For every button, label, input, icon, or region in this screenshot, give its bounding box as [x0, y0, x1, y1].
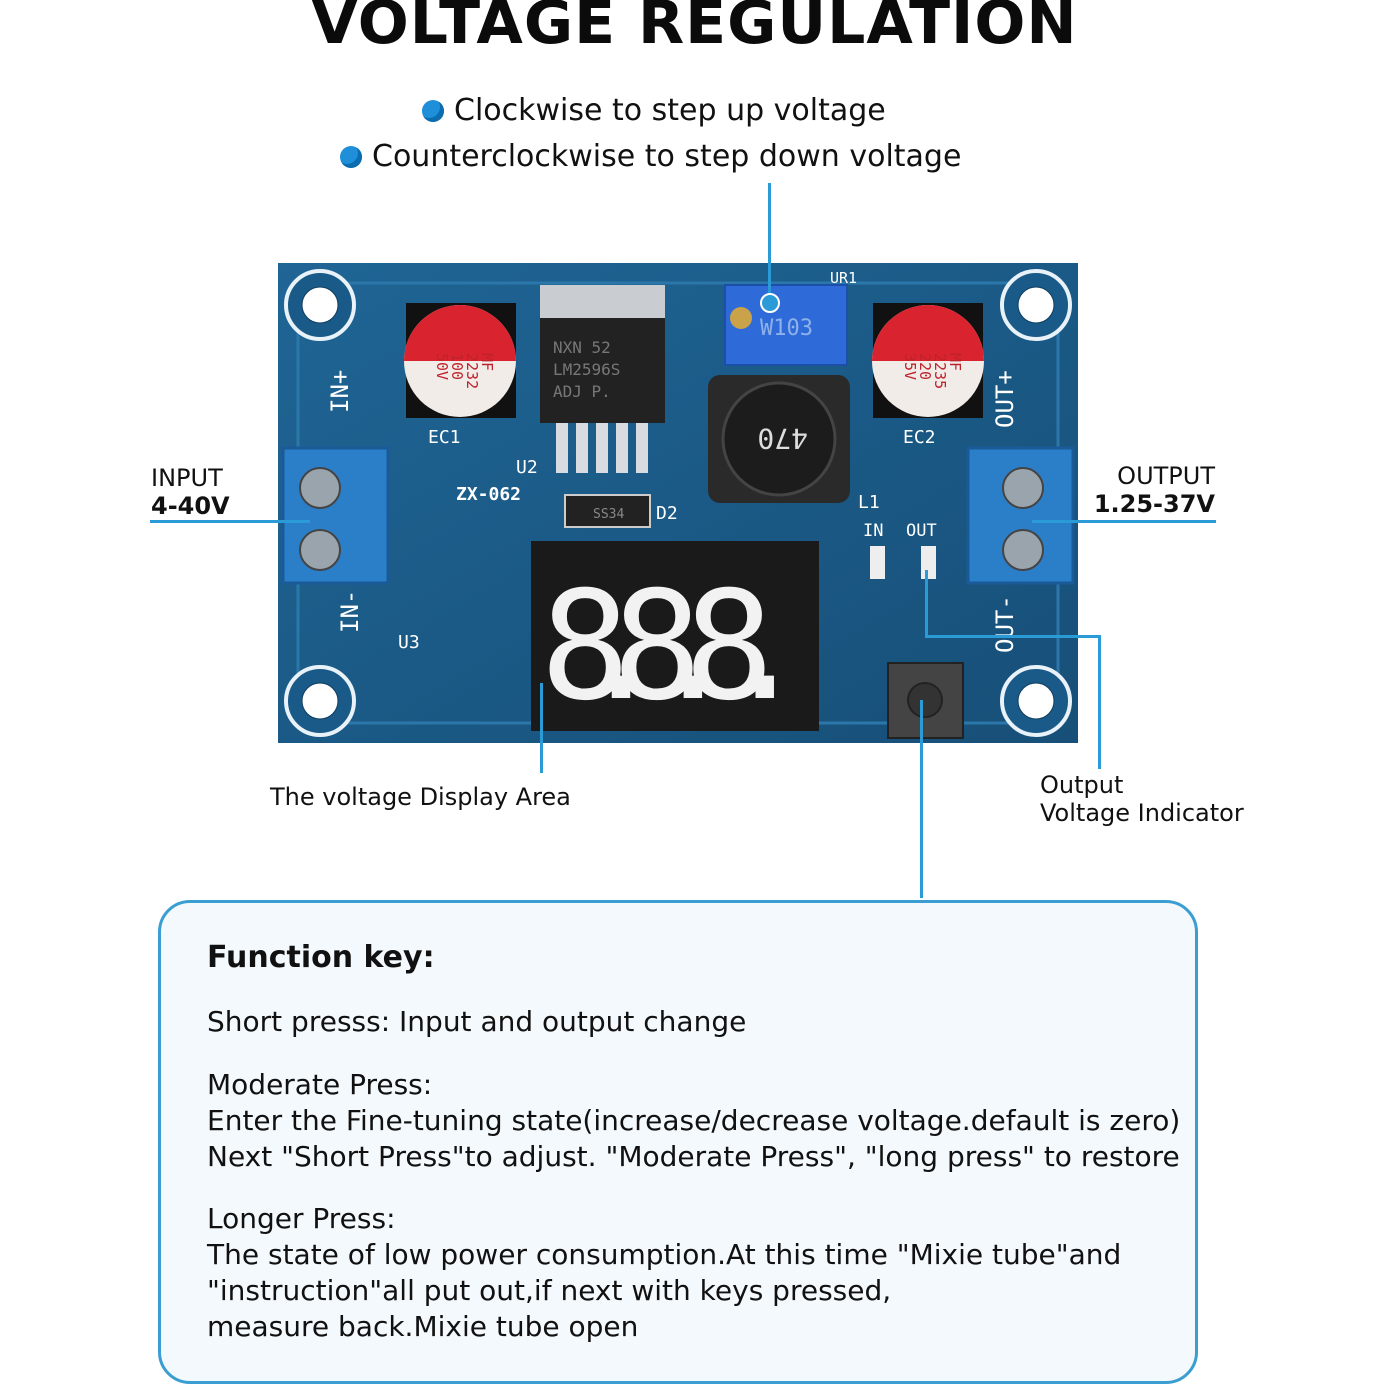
moderate-press-title: Moderate Press:: [207, 1068, 433, 1101]
svg-text:W103: W103: [760, 316, 813, 341]
longer-press-line-3: measure back.Mixie tube open: [207, 1310, 639, 1343]
lm2596-chip: [540, 318, 665, 423]
svg-text:L1: L1: [858, 492, 880, 513]
capacitor-ec1: MF 2232 100 50V: [404, 303, 516, 418]
svg-text:35V: 35V: [901, 353, 919, 380]
longer-press-line-1: The state of low power consumption.At th…: [207, 1238, 1122, 1271]
moderate-press-line-1: Enter the Fine-tuning state(increase/dec…: [207, 1104, 1181, 1137]
svg-text:U2: U2: [516, 457, 538, 478]
page-title: VOLTAGE REGULATION: [311, 0, 1078, 58]
output-callout: OUTPUT 1.25-37V: [1094, 462, 1215, 518]
short-press-text: Short presss: Input and output change: [207, 1005, 747, 1038]
function-key-panel: [158, 900, 1198, 1384]
mounting-holes: [284, 269, 1072, 737]
display-area-label: The voltage Display Area: [270, 783, 571, 811]
input-terminal: [281, 446, 390, 585]
indicator-callout: Output Voltage Indicator: [1040, 771, 1244, 827]
diode: [564, 494, 651, 528]
moderate-press-line-2: Next "Short Press"to adjust. "Moderate P…: [207, 1140, 1180, 1173]
instruction-counterclockwise: Counterclockwise to step down voltage: [340, 139, 961, 174]
indicator-callout-line-b: [925, 635, 1101, 638]
svg-text:50V: 50V: [433, 353, 451, 380]
input-callout-line: [150, 520, 310, 523]
svg-text:MF: MF: [946, 353, 964, 371]
in-minus-label: IN-: [336, 590, 364, 633]
svg-text:2235: 2235: [931, 353, 949, 389]
pcb-board: IN+ IN- OUT+ OUT- MF 2232 100 50V EC1 MF…: [278, 263, 1078, 743]
svg-text:D2: D2: [656, 503, 678, 524]
indicator-label-1: Output: [1040, 771, 1124, 799]
button-callout-line: [920, 700, 923, 898]
longer-press-title: Longer Press:: [207, 1202, 396, 1235]
clockwise-dot-icon: [422, 99, 444, 122]
instruction-text: Clockwise to step up voltage: [454, 93, 886, 128]
function-key-heading: Function key:: [207, 940, 435, 975]
svg-text:220: 220: [916, 353, 934, 380]
svg-text:EC1: EC1: [428, 427, 461, 448]
display-callout-line: [540, 683, 543, 773]
out-minus-label: OUT-: [991, 595, 1019, 653]
output-callout-line: [1032, 520, 1216, 523]
output-label: OUTPUT: [1117, 462, 1215, 490]
svg-text:2232: 2232: [463, 353, 481, 389]
chip-tab: [540, 285, 665, 320]
svg-text:U3: U3: [398, 632, 420, 653]
input-label: INPUT: [151, 464, 223, 492]
svg-text:IN: IN: [863, 521, 883, 541]
svg-text:ZX-062: ZX-062: [456, 484, 521, 505]
svg-text:470: 470: [757, 422, 808, 455]
led-display: [531, 541, 819, 731]
svg-text:UR1: UR1: [830, 269, 857, 287]
out-plus-label: OUT+: [991, 370, 1019, 428]
svg-text:OUT: OUT: [906, 521, 937, 541]
in-plus-label: IN+: [326, 370, 354, 413]
svg-text:100: 100: [448, 353, 466, 380]
svg-text:ADJ P.: ADJ P.: [553, 382, 611, 401]
input-range: 4-40V: [151, 492, 230, 520]
longer-press-line-2: "instruction"all put out,if next with ke…: [207, 1274, 892, 1307]
svg-text:LM2596S: LM2596S: [553, 360, 620, 379]
counterclockwise-dot-icon: [340, 145, 362, 168]
instruction-text: Counterclockwise to step down voltage: [372, 139, 962, 174]
input-callout: INPUT 4-40V: [151, 464, 230, 520]
capacitor-ec2-marking: MF 2235 220 35V: [901, 353, 964, 389]
svg-text:EC2: EC2: [903, 427, 936, 448]
output-terminal: [966, 446, 1075, 585]
svg-text:8.8.8.: 8.8.8.: [540, 560, 810, 734]
instruction-clockwise: Clockwise to step up voltage: [422, 93, 886, 128]
svg-text:NXN 52: NXN 52: [553, 338, 611, 357]
svg-text:MF: MF: [478, 353, 496, 371]
indicator-label-2: Voltage Indicator: [1040, 799, 1244, 827]
indicator-callout-line-c: [1098, 635, 1101, 769]
capacitor-ec1-marking: MF 2232 100 50V: [433, 353, 496, 389]
indicator-callout-line-a: [925, 570, 928, 637]
capacitor-ec2: MF 2235 220 35V: [872, 303, 984, 418]
output-range: 1.25-37V: [1093, 490, 1215, 518]
pot-callout-line: [768, 183, 771, 301]
svg-text:SS34: SS34: [593, 507, 624, 522]
pot-marker-icon: [760, 293, 780, 313]
